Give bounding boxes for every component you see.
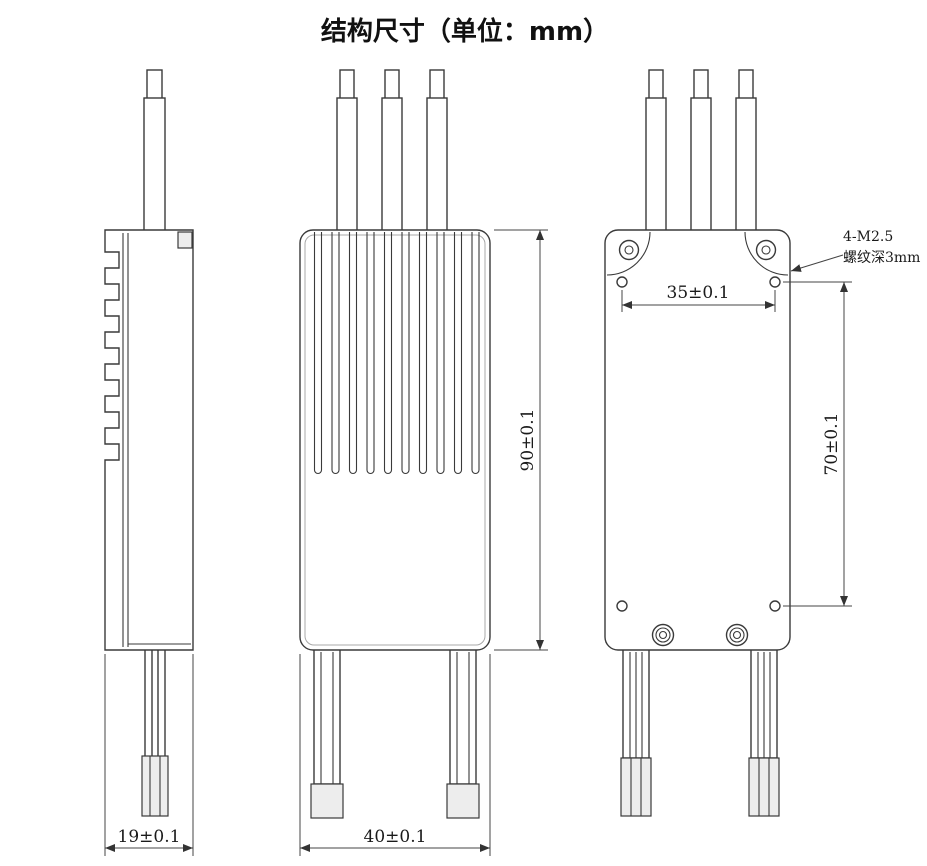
front-bottom-sleeve-left — [310, 783, 344, 819]
dim-body-height-label: 90±0.1 — [518, 409, 538, 472]
back-bottom-sleeve-right — [748, 757, 780, 817]
back-wire1 — [645, 97, 667, 233]
dim-front-extension-lines — [299, 654, 491, 856]
thread-annotation-line2: 螺纹深3mm — [843, 250, 920, 266]
side-connector-lines — [149, 756, 161, 816]
side-bottom-wire-left — [144, 643, 153, 759]
side-top-wire — [143, 97, 166, 233]
dim-hole-spacing-height: 70±0.1 — [783, 281, 852, 607]
mount-hole-top-left — [616, 276, 628, 288]
dim-hole-spacing-width: 35±0.1 — [621, 283, 776, 312]
back-bottom-sleeve-left-lines — [630, 758, 642, 816]
front-wire2 — [381, 97, 403, 233]
dim-side-width-label: 19±0.1 — [118, 827, 181, 847]
back-wire1-pin — [648, 69, 664, 103]
back-corner-boss-left — [606, 231, 651, 276]
front-bottom-wire-left-lines — [320, 652, 334, 784]
side-bottom-wire-right — [157, 643, 166, 759]
dim-side-extension-lines — [104, 654, 194, 856]
dim-front-width: 40±0.1 — [299, 654, 491, 856]
front-bottom-wire-left — [313, 643, 341, 785]
back-corner-boss-right — [744, 231, 789, 276]
mount-hole-bottom-right — [769, 600, 781, 612]
cover-screw-bottom-right-ring — [729, 627, 745, 643]
cover-screw-bottom-left-inner — [658, 630, 668, 640]
cover-screw-bottom-right-inner — [732, 630, 742, 640]
dim-body-height: 90±0.1 — [494, 229, 548, 651]
front-view: 40±0.1 90±0.1 — [299, 69, 548, 856]
back-bottom-sleeve-right-lines — [758, 758, 770, 816]
cover-screw-top-left — [618, 239, 640, 261]
mount-hole-top-right — [769, 276, 781, 288]
dim-front-width-label: 40±0.1 — [364, 827, 427, 847]
side-top-wire-pin — [146, 69, 163, 103]
front-wire1 — [336, 97, 358, 233]
side-bottom-connector — [141, 755, 169, 817]
back-wire3 — [735, 97, 757, 233]
side-body — [104, 229, 194, 651]
front-wire3 — [426, 97, 448, 233]
cover-screw-bottom-left-ring — [655, 627, 671, 643]
dim-hole-spacing-height-label: 70±0.1 — [822, 413, 842, 476]
front-wire2-pin — [384, 69, 400, 103]
drawing-title: 结构尺寸（单位：mm） — [321, 16, 609, 47]
mount-hole-bottom-left — [616, 600, 628, 612]
thread-annotation-leader — [790, 254, 844, 272]
side-view: 19±0.1 — [104, 69, 194, 856]
back-wire2 — [690, 97, 712, 233]
back-bottom-strands-left — [629, 652, 643, 758]
back-wire3-pin — [738, 69, 754, 103]
front-wire3-pin — [429, 69, 445, 103]
cover-screw-top-right-inner — [761, 245, 771, 255]
dim-side-width: 19±0.1 — [104, 654, 194, 856]
front-bottom-wire-right — [449, 643, 477, 785]
side-inner-lines — [122, 233, 191, 647]
back-body — [604, 229, 791, 651]
thread-annotation-line1: 4-M2.5 — [843, 229, 893, 245]
cover-screw-top-right — [755, 239, 777, 261]
back-wire2-pin — [693, 69, 709, 103]
front-bottom-sleeve-right — [446, 783, 480, 819]
front-wire1-pin — [339, 69, 355, 103]
back-bottom-sleeve-left — [620, 757, 652, 817]
front-bottom-wire-right-lines — [456, 652, 470, 784]
cover-screw-top-left-inner — [624, 245, 634, 255]
thread-annotation: 4-M2.5 螺纹深3mm — [790, 229, 920, 272]
front-body — [299, 229, 491, 651]
back-bottom-strands-right — [757, 652, 771, 758]
back-view: 35±0.1 70±0.1 4-M2.5 螺纹深3mm — [604, 69, 920, 817]
front-body-inner — [304, 234, 486, 646]
dim-hole-spacing-width-label: 35±0.1 — [667, 283, 730, 303]
side-clip-tab — [177, 231, 193, 249]
front-heatsink-fins — [313, 232, 480, 475]
